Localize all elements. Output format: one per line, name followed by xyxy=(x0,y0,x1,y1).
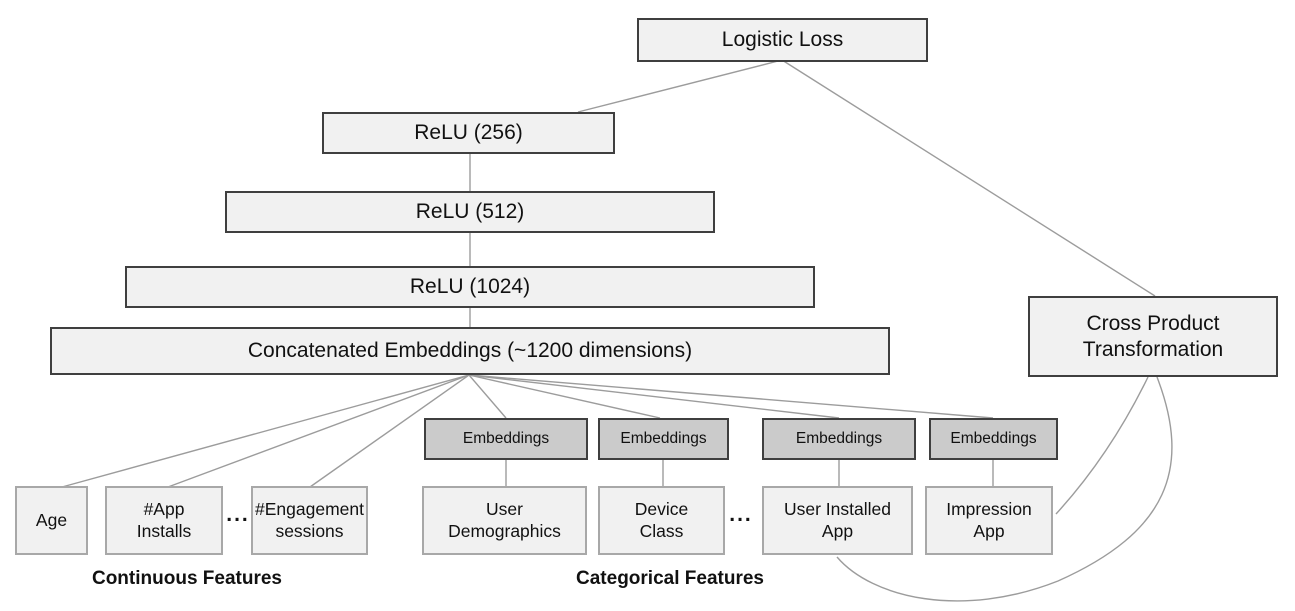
edge-concat-emb3 xyxy=(468,374,840,419)
node-embeddings-4-label: Embeddings xyxy=(950,429,1037,447)
node-embeddings-1-label: Embeddings xyxy=(462,429,550,447)
node-relu-256: ReLU (256) xyxy=(322,112,615,154)
node-engagement-sessions: #Engagement sessions xyxy=(251,486,368,555)
node-embeddings-3-label: Embeddings xyxy=(795,429,883,447)
node-user-installed-app: User Installed App xyxy=(762,486,913,555)
node-engagement-sessions-label: #Engagement sessions xyxy=(255,499,364,541)
node-device-class: Device Class xyxy=(598,486,725,555)
node-logistic-loss: Logistic Loss xyxy=(637,18,928,62)
node-logistic-loss-label: Logistic Loss xyxy=(721,28,844,52)
edge-concat-age xyxy=(61,374,470,488)
node-impression-app: Impression App xyxy=(925,486,1053,555)
node-concatenated-embeddings-label: Concatenated Embeddings (~1200 dimension… xyxy=(247,339,693,363)
group-label-categorical-features: Categorical Features xyxy=(576,568,764,589)
node-relu-256-label: ReLU (256) xyxy=(414,121,523,145)
ellipsis-continuous: ... xyxy=(226,503,250,526)
node-embeddings-4: Embeddings xyxy=(929,418,1058,460)
node-embeddings-2: Embeddings xyxy=(598,418,729,460)
edge-loss-relu256 xyxy=(577,59,783,113)
edge-concat-emb1 xyxy=(468,374,507,419)
node-embeddings-3: Embeddings xyxy=(762,418,916,460)
node-app-installs-label: #App Installs xyxy=(136,499,192,541)
node-impression-app-label: Impression App xyxy=(946,499,1032,541)
edge-concat-emb2 xyxy=(468,374,661,419)
node-relu-1024: ReLU (1024) xyxy=(125,266,815,308)
node-cross-product-transformation-label: Cross Product Transformation xyxy=(1082,311,1224,361)
node-age-label: Age xyxy=(35,509,68,530)
edge-concat-appinstalls xyxy=(167,374,470,488)
node-device-class-label: Device Class xyxy=(634,499,689,541)
node-embeddings-1: Embeddings xyxy=(424,418,588,460)
group-label-continuous-features: Continuous Features xyxy=(91,568,282,589)
edge-concat-engagement xyxy=(309,374,470,488)
edge-loss-crossproduct xyxy=(781,59,1156,297)
node-user-demographics-label: User Demographics xyxy=(448,499,561,541)
node-user-demographics: User Demographics xyxy=(422,486,587,555)
node-relu-1024-label: ReLU (1024) xyxy=(409,275,531,299)
edge-crossproduct-impression xyxy=(1055,376,1149,515)
ellipsis-categorical: ... xyxy=(729,503,753,526)
edge-crossproduct-userinstalled xyxy=(836,376,1173,602)
node-app-installs: #App Installs xyxy=(105,486,223,555)
node-embeddings-2-label: Embeddings xyxy=(620,429,707,447)
node-user-installed-app-label: User Installed App xyxy=(784,499,891,541)
node-concatenated-embeddings: Concatenated Embeddings (~1200 dimension… xyxy=(50,327,890,375)
edge-concat-emb4 xyxy=(468,374,994,419)
node-relu-512-label: ReLU (512) xyxy=(415,200,525,224)
node-relu-512: ReLU (512) xyxy=(225,191,715,233)
node-age: Age xyxy=(15,486,88,555)
node-cross-product-transformation: Cross Product Transformation xyxy=(1028,296,1278,377)
